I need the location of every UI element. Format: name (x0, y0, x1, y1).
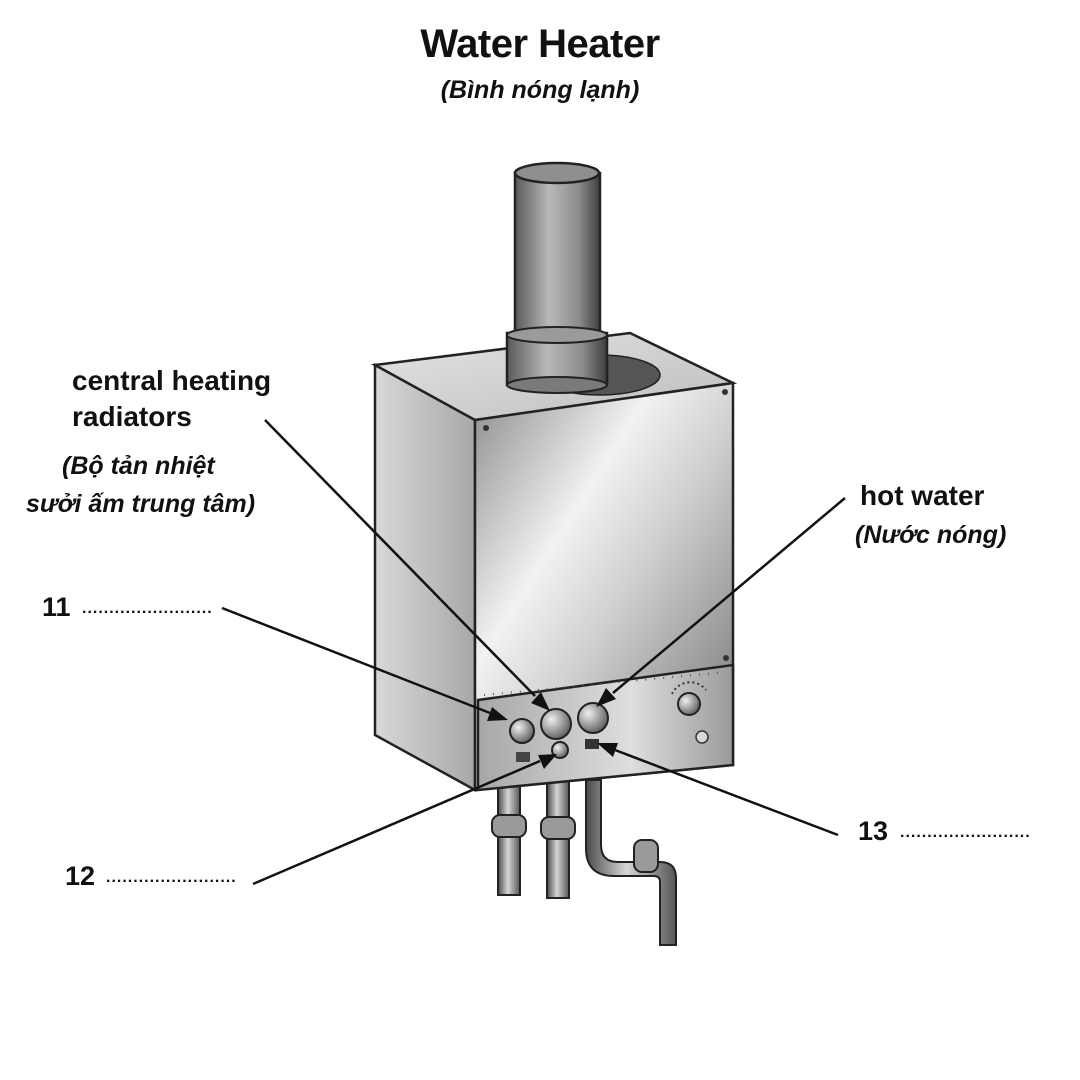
pointer-11 (221, 606, 508, 721)
blank-13-dots: ........................ (900, 824, 1031, 841)
label-central-heating-vi-line2: sưởi ấm trung tâm) (26, 490, 256, 518)
pointer-13 (597, 743, 839, 837)
label-hot-water: hot water (860, 480, 985, 511)
pointer-hot-water (596, 497, 846, 707)
label-central-heating-line1: central heating (72, 365, 272, 396)
diagram-subtitle: (Bình nóng lạnh) (440, 76, 640, 104)
label-central-heating-vi-line1: (Bộ tản nhiệt (62, 452, 215, 480)
pointer-central-heating (264, 419, 550, 711)
label-central-heating-line2: radiators (72, 401, 192, 432)
pointer-12 (252, 754, 557, 886)
blank-11-number: 11 (42, 592, 71, 622)
flue-pipe (505, 161, 661, 396)
blank-12-dots: ........................ (106, 869, 237, 886)
pipes (491, 779, 677, 946)
label-hot-water-vi: (Nước nóng) (855, 521, 1007, 549)
blank-13-number: 13 (858, 816, 889, 846)
diagram-title: Water Heater (420, 22, 660, 66)
blank-12-number: 12 (65, 861, 96, 891)
blank-11-dots: ........................ (82, 600, 213, 617)
